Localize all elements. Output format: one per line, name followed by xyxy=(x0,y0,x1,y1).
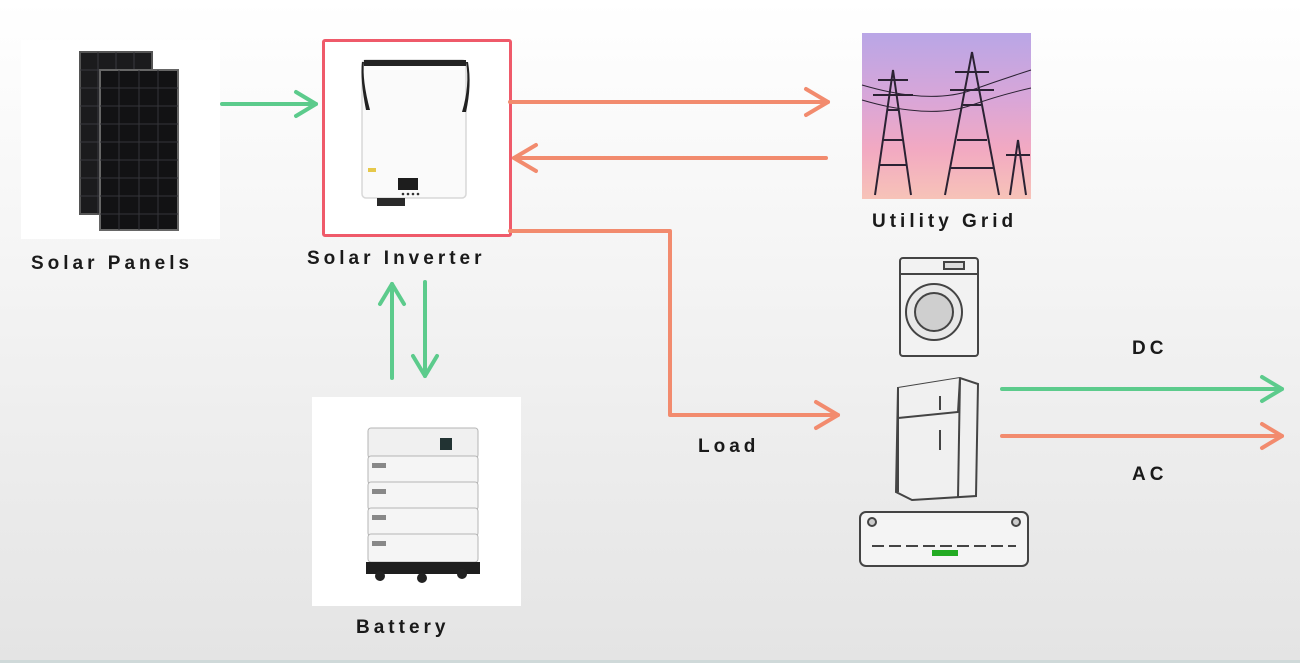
battery-to-inverter-arrow xyxy=(378,282,406,380)
solar-panel-icon xyxy=(79,51,179,231)
load-label: Load xyxy=(698,436,760,457)
refrigerator-icon xyxy=(894,376,980,502)
inverter-to-load-arrow xyxy=(508,229,840,430)
dc-label: DC xyxy=(1132,338,1168,359)
ac-legend-arrow xyxy=(1000,422,1284,450)
panels-to-inverter-arrow xyxy=(220,90,318,118)
washing-machine-icon xyxy=(899,257,979,357)
inverter-icon xyxy=(361,59,470,206)
utility-grid-image xyxy=(862,33,1031,199)
air-conditioner-icon xyxy=(859,511,1029,567)
solar-panels-label: Solar Panels xyxy=(31,253,194,274)
utility-grid-label: Utility Grid xyxy=(872,211,1018,232)
dc-legend-arrow xyxy=(1000,375,1284,403)
grid-to-inverter-arrow xyxy=(512,143,828,173)
battery-stack-icon xyxy=(366,427,480,583)
bottom-divider xyxy=(0,660,1300,663)
ac-label: AC xyxy=(1132,464,1168,485)
solar-inverter-label: Solar Inverter xyxy=(307,248,486,269)
inverter-to-battery-arrow xyxy=(411,280,439,378)
inverter-to-grid-arrow xyxy=(508,87,830,117)
battery-label: Battery xyxy=(356,617,450,638)
power-tower-icon xyxy=(861,51,1032,196)
